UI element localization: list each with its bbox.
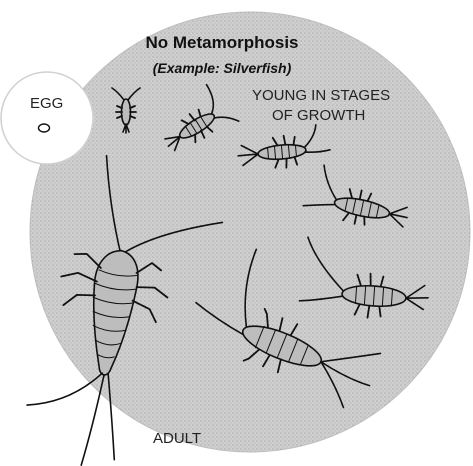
egg-label: EGG	[30, 95, 63, 112]
young-label-line2: OF GROWTH	[272, 107, 365, 124]
egg-bubble	[1, 72, 93, 164]
diagram-title: No Metamorphosis	[145, 33, 298, 52]
egg-icon	[39, 124, 50, 132]
diagram-subtitle: (Example: Silverfish)	[153, 60, 292, 76]
adult-label: ADULT	[153, 430, 201, 447]
background-circle	[30, 12, 470, 452]
young-label-line1: YOUNG IN STAGES	[252, 87, 390, 104]
